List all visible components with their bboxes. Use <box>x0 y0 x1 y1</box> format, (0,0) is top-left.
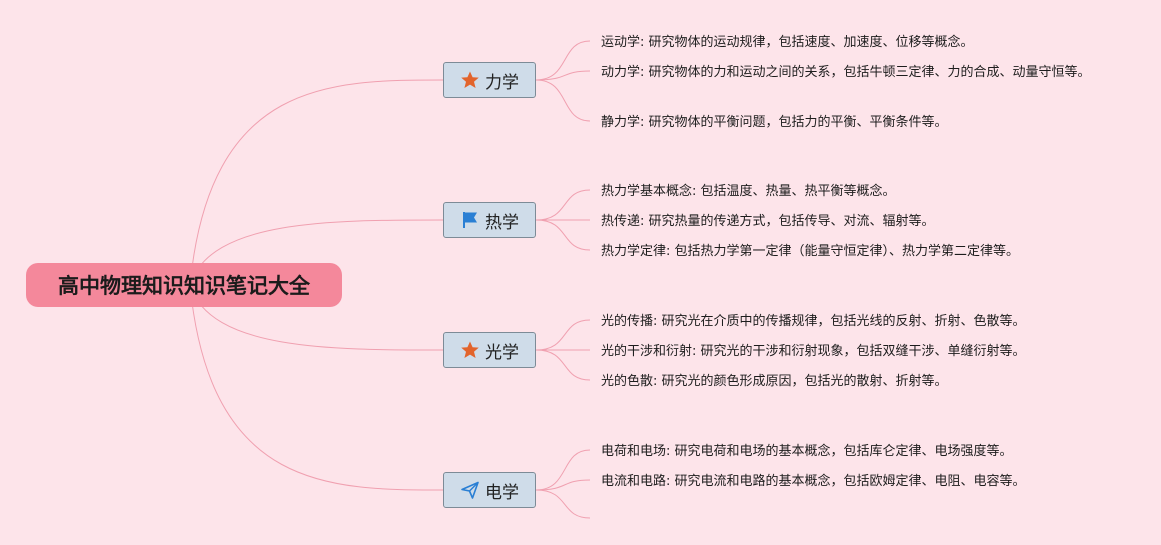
branch-thermodynamics[interactable]: 热学 <box>443 202 536 238</box>
leaf-thermo-concepts[interactable]: 热力学基本概念: 包括温度、热量、热平衡等概念。 <box>601 184 896 199</box>
leaf-current-circuit[interactable]: 电流和电路: 研究电流和电路的基本概念，包括欧姆定律、电阻、电容等。 <box>601 474 1026 489</box>
leaf-heat-transfer[interactable]: 热传递: 研究热量的传递方式，包括传导、对流、辐射等。 <box>601 214 935 229</box>
leaf-interference-diffraction[interactable]: 光的干涉和衍射: 研究光的干涉和衍射现象，包括双缝干涉、单缝衍射等。 <box>601 344 1026 359</box>
leaf-kinematics[interactable]: 运动学: 研究物体的运动规律，包括速度、加速度、位移等概念。 <box>601 35 974 50</box>
leaf-thermo-laws[interactable]: 热力学定律: 包括热力学第一定律（能量守恒定律）、热力学第二定律等。 <box>601 244 1020 259</box>
branch-electricity[interactable]: 电学 <box>443 472 536 508</box>
root-topic-label: 高中物理知识知识笔记大全 <box>58 274 310 298</box>
leaf-statics[interactable]: 静力学: 研究物体的平衡问题，包括力的平衡、平衡条件等。 <box>601 115 948 130</box>
root-topic[interactable]: 高中物理知识知识笔记大全 <box>26 263 342 307</box>
flag-icon <box>460 210 480 230</box>
leaf-dispersion[interactable]: 光的色散: 研究光的颜色形成原因，包括光的散射、折射等。 <box>601 374 948 389</box>
leaf-light-propagation[interactable]: 光的传播: 研究光在介质中的传播规律，包括光线的反射、折射、色散等。 <box>601 314 1026 329</box>
star-icon <box>460 70 480 90</box>
leaf-dynamics[interactable]: 动力学: 研究物体的力和运动之间的关系，包括牛顿三定律、力的合成、动量守恒等。 <box>601 65 1091 80</box>
branch-leaf-connector <box>535 479 591 491</box>
branch-leaf-connector <box>535 449 591 491</box>
leaf-charge-field[interactable]: 电荷和电场: 研究电荷和电场的基本概念，包括库仑定律、电场强度等。 <box>601 444 1013 459</box>
root-branch-connector <box>189 219 444 286</box>
branch-optics[interactable]: 光学 <box>443 332 536 368</box>
root-branch-connector <box>189 79 444 286</box>
branch-leaf-connector <box>535 70 591 81</box>
paper-plane-icon <box>460 480 480 500</box>
branch-leaf-connector <box>535 40 591 81</box>
branch-leaf-connector <box>535 189 591 221</box>
branch-leaf-connector <box>535 79 591 122</box>
branch-label: 力学 <box>485 72 519 93</box>
branch-label: 热学 <box>485 212 519 233</box>
root-branch-connector <box>189 284 444 491</box>
root-branch-connector <box>189 284 444 351</box>
branch-leaf-connector <box>535 489 591 519</box>
star-icon <box>460 340 480 360</box>
branch-leaf-connector <box>535 319 591 351</box>
branch-leaf-connector <box>535 219 591 251</box>
branch-mechanics[interactable]: 力学 <box>443 62 536 98</box>
branch-label: 电学 <box>485 482 519 503</box>
branch-leaf-connector <box>535 349 591 381</box>
branch-label: 光学 <box>485 342 519 363</box>
